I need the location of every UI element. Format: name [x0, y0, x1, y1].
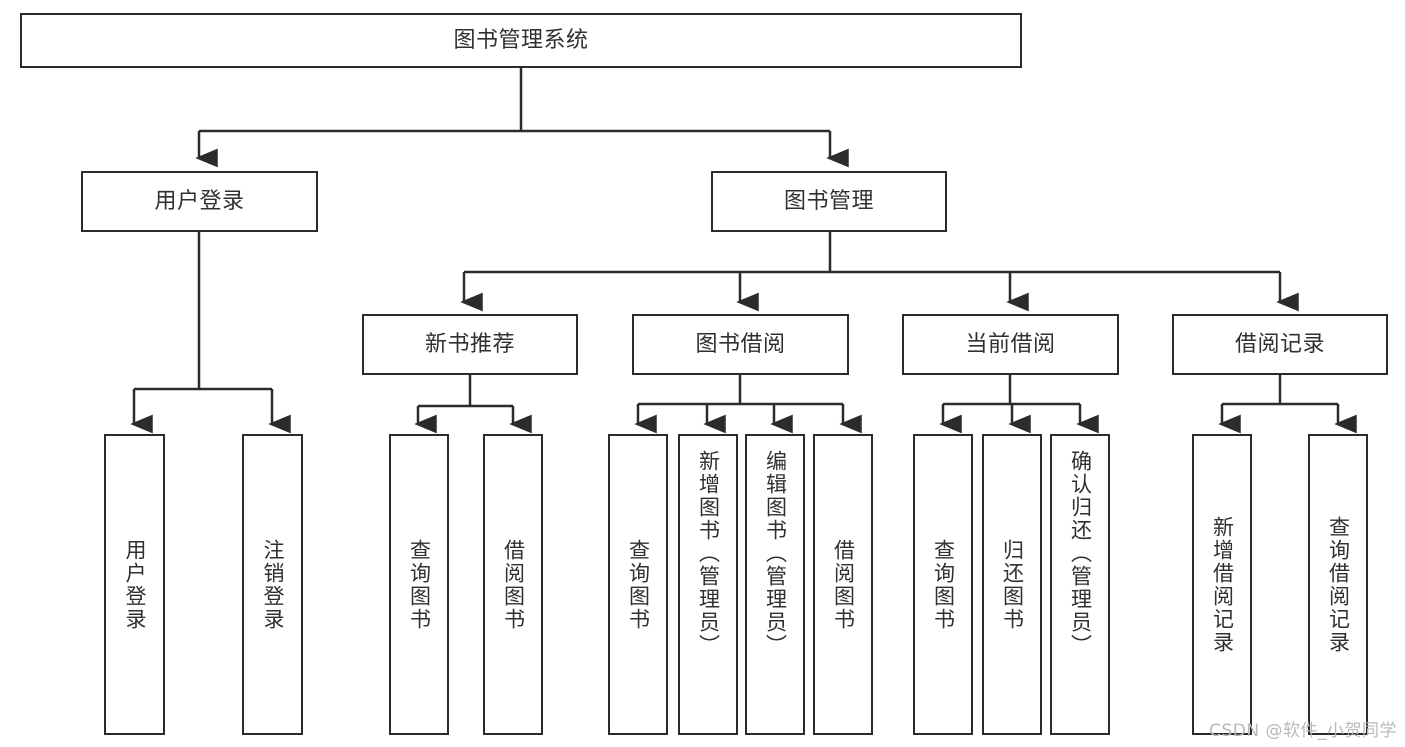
node-leaf-query-book-3[interactable]: 查询图书	[913, 434, 973, 735]
node-leaf-query-book-2-label: 查询图书	[626, 538, 651, 631]
node-leaf-add-book[interactable]: 新增图书（管理员）	[678, 434, 738, 735]
node-leaf-borrow-book-2-label: 借阅图书	[831, 538, 856, 631]
node-leaf-query-record-label: 查询借阅记录	[1326, 515, 1351, 654]
node-leaf-confirm-return-label: 确认归还（管理员）	[1068, 450, 1093, 657]
node-leaf-return-book-label: 归还图书	[1000, 538, 1025, 631]
node-leaf-query-book-3-label: 查询图书	[931, 538, 956, 631]
node-leaf-add-record[interactable]: 新增借阅记录	[1192, 434, 1252, 735]
node-leaf-logout-login[interactable]: 注销登录	[242, 434, 303, 735]
node-leaf-return-book[interactable]: 归还图书	[982, 434, 1042, 735]
node-leaf-query-book-1[interactable]: 查询图书	[389, 434, 449, 735]
node-leaf-edit-book-label: 编辑图书（管理员）	[763, 450, 788, 657]
node-root[interactable]: 图书管理系统	[20, 13, 1022, 68]
node-leaf-borrow-book-1[interactable]: 借阅图书	[483, 434, 543, 735]
node-user-login[interactable]: 用户登录	[81, 171, 318, 232]
node-leaf-borrow-book-1-label: 借阅图书	[501, 538, 526, 631]
node-new-book-recommend-label: 新书推荐	[424, 331, 515, 357]
node-current-borrow[interactable]: 当前借阅	[902, 314, 1119, 375]
node-borrow-record[interactable]: 借阅记录	[1172, 314, 1388, 375]
node-leaf-logout-login-label: 注销登录	[260, 538, 285, 631]
node-book-manage[interactable]: 图书管理	[711, 171, 947, 232]
node-leaf-query-book-1-label: 查询图书	[407, 538, 432, 631]
node-root-label: 图书管理系统	[453, 27, 589, 53]
node-book-borrow[interactable]: 图书借阅	[632, 314, 849, 375]
node-book-borrow-label: 图书借阅	[695, 331, 786, 357]
node-leaf-add-record-label: 新增借阅记录	[1210, 515, 1235, 654]
node-new-book-recommend[interactable]: 新书推荐	[362, 314, 578, 375]
node-leaf-confirm-return[interactable]: 确认归还（管理员）	[1050, 434, 1110, 735]
node-leaf-query-record[interactable]: 查询借阅记录	[1308, 434, 1368, 735]
node-borrow-record-label: 借阅记录	[1234, 331, 1325, 357]
node-user-login-label: 用户登录	[154, 188, 245, 214]
node-leaf-add-book-label: 新增图书（管理员）	[696, 450, 721, 657]
watermark: CSDN @软件_小贺同学	[1209, 721, 1397, 741]
node-leaf-borrow-book-2[interactable]: 借阅图书	[813, 434, 873, 735]
node-book-manage-label: 图书管理	[783, 188, 874, 214]
node-leaf-query-book-2[interactable]: 查询图书	[608, 434, 668, 735]
node-current-borrow-label: 当前借阅	[965, 331, 1056, 357]
node-leaf-user-login[interactable]: 用户登录	[104, 434, 165, 735]
node-leaf-user-login-label: 用户登录	[122, 538, 147, 631]
node-leaf-edit-book[interactable]: 编辑图书（管理员）	[745, 434, 805, 735]
